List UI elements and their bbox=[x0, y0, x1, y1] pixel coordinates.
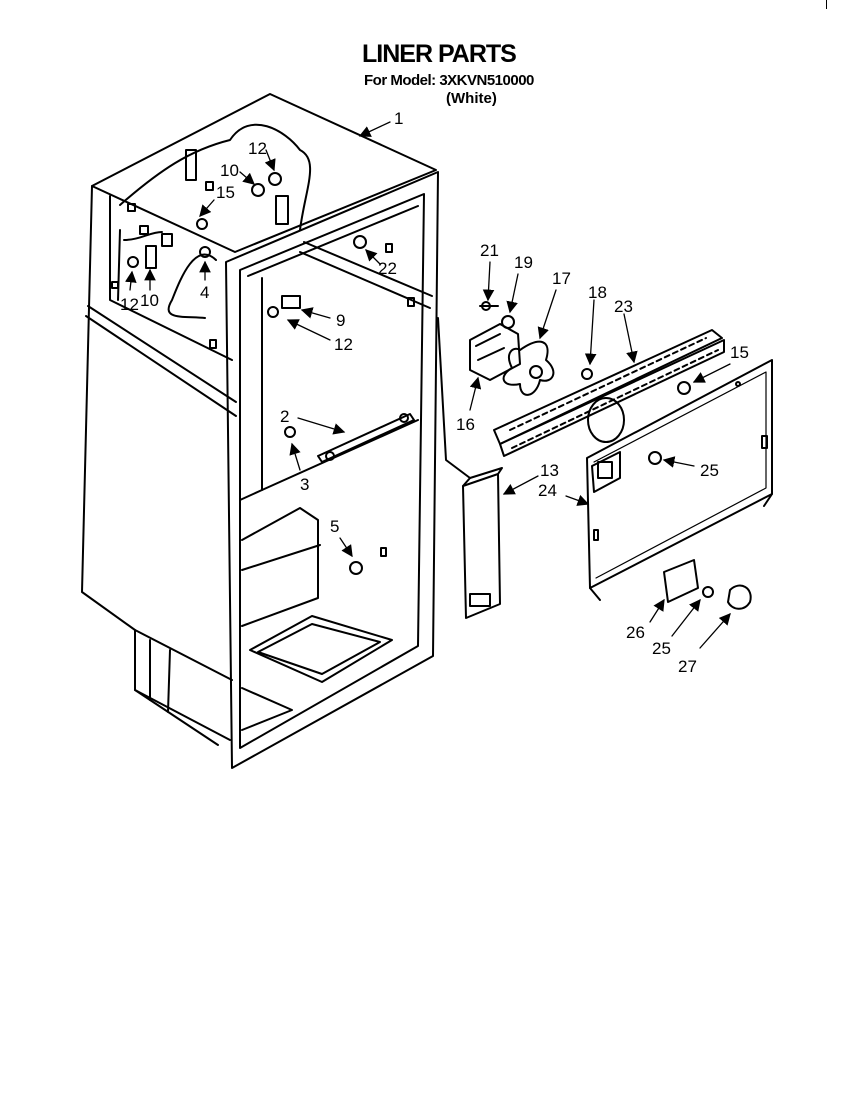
callout-12-left: 12 bbox=[120, 295, 139, 314]
callout-12-top: 12 bbox=[248, 139, 267, 158]
callout-25-right: 25 bbox=[700, 461, 719, 480]
callout-18: 18 bbox=[588, 283, 607, 302]
callout-23: 23 bbox=[614, 297, 633, 316]
corner-tick-mark bbox=[826, 0, 827, 9]
callout-4: 4 bbox=[200, 283, 209, 302]
callout-leaders bbox=[125, 121, 731, 649]
callout-9: 9 bbox=[336, 311, 345, 330]
callout-10-left: 10 bbox=[140, 291, 159, 310]
callout-numbers: 1 12 10 15 4 12 10 9 12 22 2 3 5 21 19 1… bbox=[120, 109, 749, 676]
callout-12-mid: 12 bbox=[334, 335, 353, 354]
callout-25-bottom: 25 bbox=[652, 639, 671, 658]
callout-10-top: 10 bbox=[220, 161, 239, 180]
callout-5: 5 bbox=[330, 517, 339, 536]
callout-16: 16 bbox=[456, 415, 475, 434]
fan-shroud-part-23 bbox=[493, 329, 725, 457]
liner-cabinet bbox=[81, 93, 439, 769]
model-label: For Model: 3XKVN510000 bbox=[364, 72, 534, 89]
callout-15-left: 15 bbox=[216, 183, 235, 202]
callout-13: 13 bbox=[540, 461, 559, 480]
callout-17: 17 bbox=[552, 269, 571, 288]
diagram-title: LINER PARTS bbox=[362, 40, 517, 68]
callout-21: 21 bbox=[480, 241, 499, 260]
callout-2: 2 bbox=[280, 407, 289, 426]
callout-26: 26 bbox=[626, 623, 645, 642]
air-duct-part-13 bbox=[437, 317, 503, 619]
color-variant-label: (White) bbox=[446, 90, 497, 107]
callout-27: 27 bbox=[678, 657, 697, 676]
callout-1: 1 bbox=[394, 109, 403, 128]
rear-panel-part-24 bbox=[586, 359, 773, 601]
fan-motor-assembly bbox=[469, 301, 593, 396]
callout-3: 3 bbox=[300, 475, 309, 494]
light-socket-parts bbox=[663, 559, 752, 610]
callout-15-right: 15 bbox=[730, 343, 749, 362]
callout-19: 19 bbox=[514, 253, 533, 272]
callout-22: 22 bbox=[378, 259, 397, 278]
callout-24: 24 bbox=[538, 481, 557, 500]
